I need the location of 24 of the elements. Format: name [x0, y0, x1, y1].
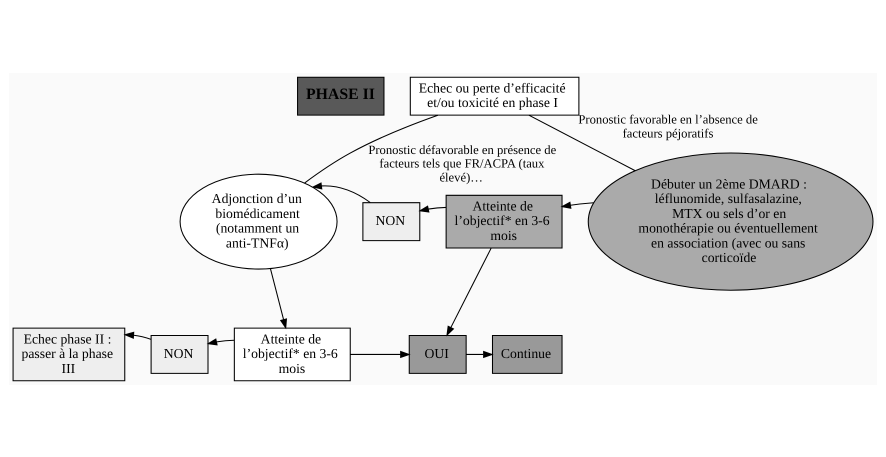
connector [528, 114, 636, 171]
node-box: Atteinte de l’objectif* en 3-6 mois [446, 194, 563, 248]
arrow [311, 182, 371, 202]
edge-label: Pronostic favorable en l’absence de facteurs péjoratifs [578, 112, 758, 140]
connector [304, 114, 438, 183]
edge-label: Pronostic défavorable en présence de facteurs tels que FR/ACPA (taux élevé)… [368, 142, 556, 184]
node-box: NON [362, 202, 420, 241]
node-box: OUI [408, 334, 467, 374]
node-box: PHASE II [297, 76, 384, 116]
node-box: Echec ou perte d’efficacité et/ou toxicité en phase I [410, 76, 580, 116]
node-box: Echec phase II : passer à la phase III [12, 327, 126, 381]
arrow [418, 204, 446, 212]
node-box: Atteinte de l’objectif* en 3-6 mois [234, 327, 351, 381]
arrow [466, 350, 494, 358]
arrow [350, 350, 411, 358]
arrow [560, 201, 594, 208]
arrow [446, 247, 492, 336]
node-ellipse: Débuter un 2ème DMARD : léflunomide, sulfasalazine, MTX ou sels d’or en monothérapie ou éventuellement en association (avec ou sans corticoïde [588, 152, 874, 290]
node-box: NON [150, 334, 209, 374]
node-box: Continue [492, 334, 563, 374]
arrow [124, 331, 152, 340]
arrow [270, 268, 288, 329]
arrow [206, 338, 234, 345]
node-ellipse: Adjonction d’un biomédicament (notamment un anti-TNFα) [180, 173, 338, 270]
